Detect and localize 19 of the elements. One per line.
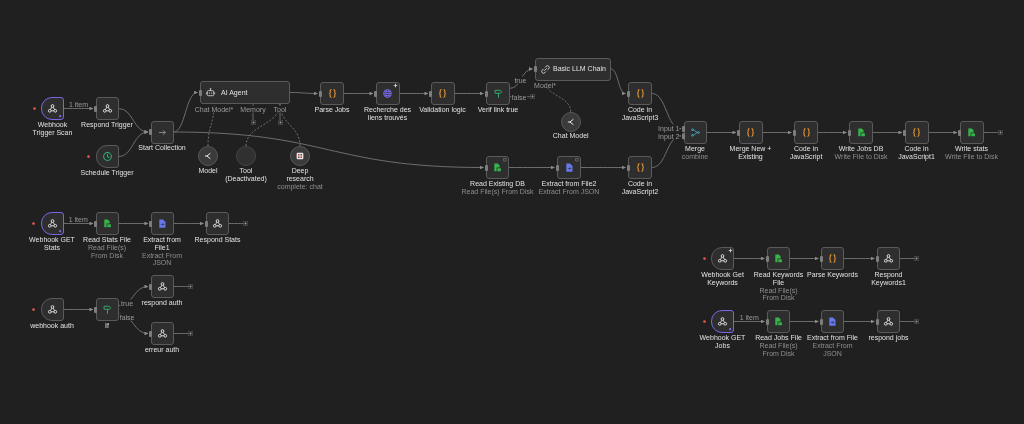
add-icon (277, 120, 283, 125)
workflow-node (200, 81, 290, 104)
add-icon (188, 284, 193, 289)
workflow-node (535, 57, 611, 81)
connector (252, 103, 254, 121)
add-icon (243, 221, 248, 226)
connector (899, 321, 915, 322)
connector (279, 103, 281, 121)
connector (228, 223, 244, 224)
connector (173, 286, 189, 287)
connector (983, 132, 998, 133)
add-icon (250, 120, 256, 125)
connector (173, 333, 189, 334)
add-icon (188, 331, 193, 336)
add-icon (914, 319, 919, 324)
connector (899, 258, 915, 259)
add-icon (530, 94, 535, 100)
add-icon (997, 130, 1003, 135)
add-icon (914, 256, 919, 261)
